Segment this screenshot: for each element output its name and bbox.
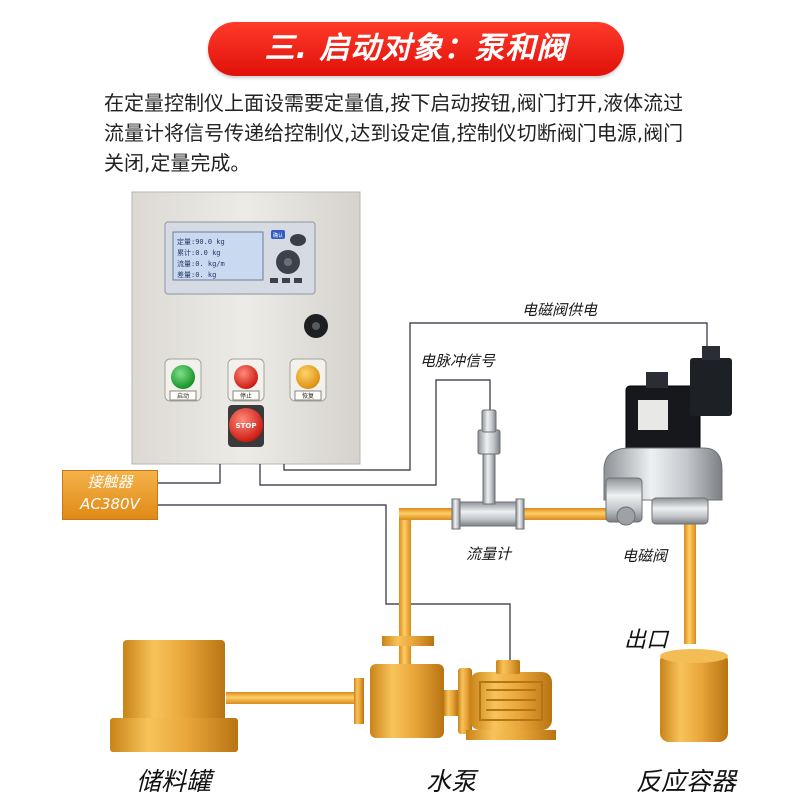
tank-to-pump-pipe — [226, 692, 360, 704]
contactor-label: 接触器 — [87, 473, 133, 491]
lcd-row: 定量:90.0 kg — [177, 237, 225, 246]
confirm-key-label: 确认 — [273, 232, 283, 239]
description-line: 流量计将信号传递给控制仪,达到设定值,控制仪切断阀门电源,阀门 — [104, 121, 684, 145]
stop-button-label: 停止 — [240, 392, 252, 400]
valve-power-label: 电磁阀供电 — [522, 301, 598, 319]
storage-tank — [110, 640, 238, 752]
description-line: 在定量控制仪上面设需要定量值,按下启动按钮,阀门打开,液体流过 — [104, 91, 684, 115]
valve-power-wire — [283, 322, 708, 471]
pulse-signal-wire — [259, 379, 491, 486]
control-cabinet: 定量:90.0 kg 累计:0.0 kg 流量:0. kg/m 差量:0. kg… — [131, 191, 361, 465]
solenoid-valve — [603, 346, 732, 526]
lcd-row: 流量:0. kg/m — [177, 259, 225, 268]
pipe-to-flowmeter — [399, 508, 461, 520]
description-text: 在定量控制仪上面设需要定量值,按下启动按钮,阀门打开,液体流过 流量计将信号传递… — [104, 88, 764, 178]
emergency-stop-button — [229, 408, 263, 442]
contactor-wire-out — [158, 504, 511, 668]
wiring — [158, 322, 708, 668]
outlet-label: 出口 — [624, 628, 669, 653]
pump-riser-pipe — [399, 508, 411, 668]
reset-button — [296, 365, 320, 389]
confirm-key — [271, 230, 285, 239]
pipe-to-valve — [516, 508, 626, 520]
contactor-block: 接触器 AC380V — [62, 470, 158, 520]
start-button-label: 启动 — [177, 392, 189, 400]
banner-title: 三. 启动对象：泵和阀 — [264, 31, 568, 66]
reactor-label: 反应容器 — [636, 767, 737, 796]
pipework — [226, 508, 696, 704]
description-line: 关闭,定量完成。 — [104, 151, 251, 175]
section-banner: 三. 启动对象：泵和阀 — [208, 22, 624, 76]
reactor-vessel — [660, 649, 728, 742]
water-pump — [354, 636, 556, 740]
contactor-wire-in — [158, 464, 221, 484]
flowmeter — [451, 409, 525, 530]
start-button — [171, 365, 195, 389]
lcd-row: 差量:0. kg — [177, 270, 216, 279]
stop-button — [234, 365, 258, 389]
solenoid-valve-label: 电磁阀 — [622, 547, 668, 565]
outlet-pipe — [684, 508, 696, 644]
storage-tank-label: 储料罐 — [136, 767, 212, 796]
lcd-row: 累计:0.0 kg — [177, 248, 221, 257]
lcd-screen — [172, 231, 264, 281]
emergency-stop-label: STOP — [236, 422, 257, 430]
function-key — [290, 234, 306, 246]
pulse-signal-label: 电脉冲信号 — [420, 352, 496, 370]
flowmeter-label: 流量计 — [466, 545, 512, 563]
water-pump-label: 水泵 — [426, 767, 477, 796]
contactor-rating: AC380V — [80, 495, 140, 513]
reset-button-label: 恢复 — [302, 392, 314, 400]
